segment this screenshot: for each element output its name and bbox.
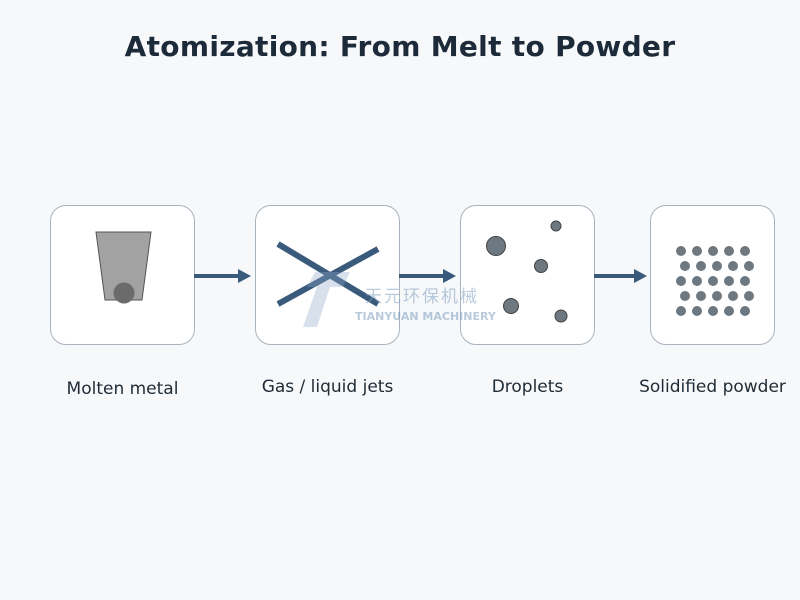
stage-label-gas-liquid-jets: Gas / liquid jets (261, 377, 394, 397)
crossed-jets-icon (276, 241, 380, 307)
stage-droplets (460, 205, 595, 345)
watermark-chinese-text: 天元环保机械 (365, 287, 479, 307)
stage-label-molten-metal: Molten metal (66, 379, 179, 399)
watermark-english-text: TIANYUAN MACHINERY (355, 310, 496, 323)
page-title: Atomization: From Melt to Powder (124, 30, 676, 63)
stage-label-solidified-powder: Solidified powder (639, 377, 786, 397)
droplets-icon (486, 220, 568, 323)
stage-molten-metal (50, 205, 195, 345)
stage-label-droplets: Droplets (491, 377, 564, 397)
arrow-right-icon (399, 269, 456, 283)
stage-solidified-powder (650, 205, 775, 345)
watermark-logo-icon (303, 272, 350, 327)
arrow-right-icon (594, 269, 647, 283)
stage-gas-liquid-jets (255, 205, 400, 345)
powder-grid-icon (676, 246, 754, 316)
arrow-right-icon (194, 269, 251, 283)
crucible-icon (95, 231, 152, 304)
